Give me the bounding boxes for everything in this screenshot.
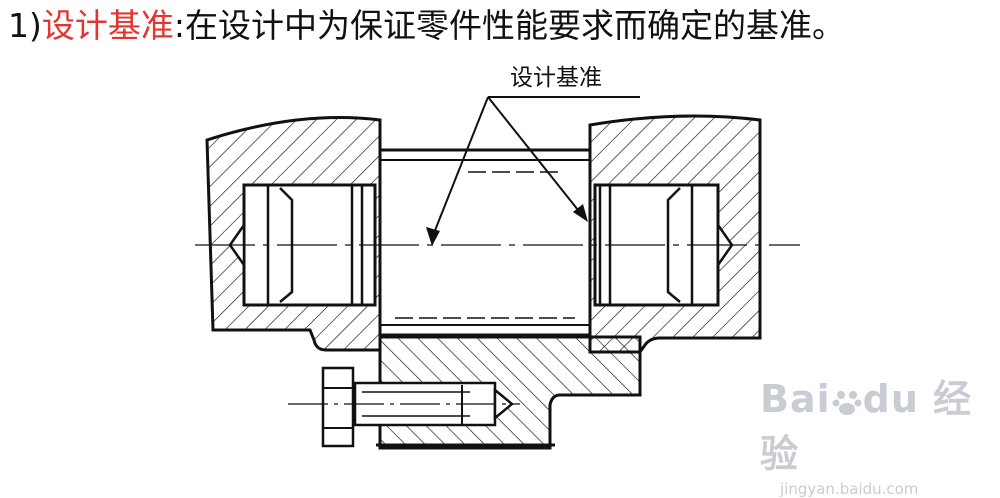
fixing-screw-head [321, 366, 355, 448]
baidu-logo: Bai du 经验 [760, 368, 990, 478]
watermark-url: jingyan.baidu.com [780, 480, 919, 498]
paw-icon [832, 390, 862, 415]
leader-line-left [431, 96, 489, 239]
term-design-datum: 设计基准 [41, 6, 174, 45]
definition-text: 在设计中为保证零件性能要求而确定的基准。 [185, 6, 845, 45]
leader-line-right [487, 96, 583, 216]
definition-heading: 1)设计基准:在设计中为保证零件性能要求而确定的基准。 [8, 6, 845, 46]
baidu-jingyan-watermark: Bai du 经验 jingyan.baidu.com [760, 368, 990, 498]
colon-separator: : [173, 6, 185, 45]
brand-right: du [862, 377, 919, 421]
pin-body [378, 148, 592, 337]
brand-left: Bai [760, 377, 831, 421]
engineering-drawing [195, 96, 800, 450]
item-number: 1) [8, 6, 42, 45]
design-datum-callout: 设计基准 [510, 65, 602, 91]
